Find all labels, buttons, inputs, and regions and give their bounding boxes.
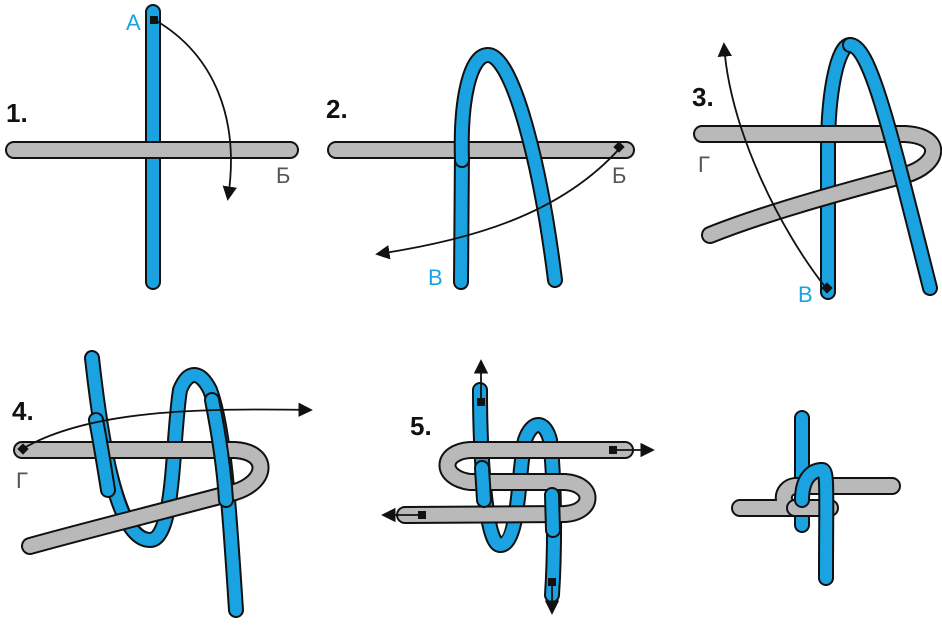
blue-cord: [90, 414, 114, 496]
step-3-number: 3.: [692, 82, 714, 112]
label-v: В: [798, 282, 813, 307]
step-1-number: 1.: [6, 98, 28, 128]
step-2: 2. Б В: [326, 47, 635, 290]
step-2-number: 2.: [326, 94, 348, 124]
step-1: 1. А Б: [5, 4, 299, 290]
end-marker: [548, 578, 556, 586]
step-5: 5.: [381, 359, 655, 615]
step-4-number: 4.: [12, 396, 34, 426]
end-marker: [821, 282, 833, 294]
end-marker: [477, 398, 485, 406]
blue-cord: [796, 464, 833, 584]
blue-cord: [206, 394, 232, 506]
end-marker: [150, 16, 158, 24]
step-4: 4. Г: [12, 350, 313, 618]
step-5-number: 5.: [410, 411, 432, 441]
blue-cord: [476, 462, 490, 506]
label-b: Б: [612, 163, 626, 188]
label-v: В: [428, 265, 443, 290]
blue-cord: [455, 144, 468, 288]
step-6-finished-knot: [731, 410, 901, 586]
move-arrow: [154, 19, 237, 201]
step-3: 3. Г В: [692, 37, 942, 307]
label-g: Г: [16, 468, 28, 493]
end-marker: [418, 511, 426, 519]
label-a: А: [126, 10, 141, 35]
label-g: Г: [698, 152, 710, 177]
move-arrow: [23, 402, 313, 449]
end-marker: [609, 446, 617, 454]
blue-cord: [546, 489, 559, 536]
blue-cord: [455, 49, 561, 286]
blue-cord: [844, 39, 936, 294]
label-b: Б: [276, 163, 290, 188]
end-marker: [613, 141, 625, 153]
move-arrow: [375, 147, 621, 260]
blue-cord: [822, 39, 856, 298]
gray-cord: [398, 443, 632, 522]
move-arrow: [717, 42, 827, 289]
